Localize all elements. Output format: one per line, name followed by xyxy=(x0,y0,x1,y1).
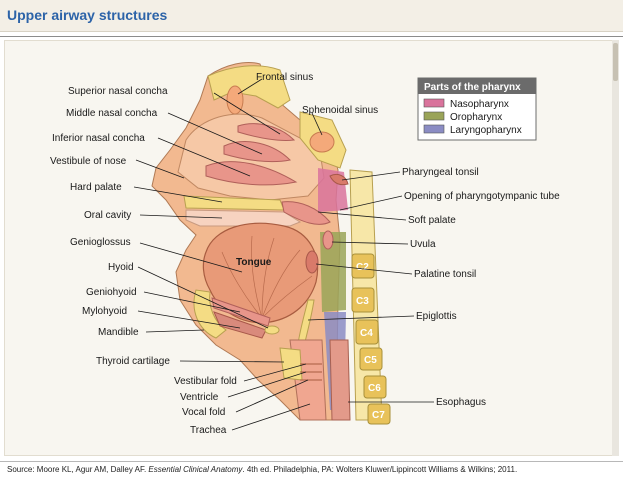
label-geniohyoid: Geniohyoid xyxy=(86,287,137,298)
legend-label-nasopharynx: Nasopharynx xyxy=(450,99,509,110)
mylohyoid-shape xyxy=(213,311,267,339)
label-mandible: Mandible xyxy=(98,327,139,338)
label-vestibule-of-nose: Vestibule of nose xyxy=(50,156,127,167)
vertebrae: C2 C3 C4 C5 C6 C7 xyxy=(351,253,391,425)
palatine-tonsil-shape xyxy=(305,250,319,274)
vertebra-c3 xyxy=(351,287,375,313)
vertebra-label-c6: C6 xyxy=(368,383,381,394)
citation-publisher: . 4th ed. Philadelphia, PA: Wolters Kluw… xyxy=(242,465,518,474)
label-palatine-tonsil: Palatine tonsil xyxy=(414,269,476,280)
vertebra-c6 xyxy=(363,375,387,399)
label-middle-nasal-concha: Middle nasal concha xyxy=(66,108,158,119)
citation-book-title: Essential Clinical Anatomy xyxy=(148,465,243,474)
sphenoidal-sinus-shape xyxy=(309,131,335,153)
label-esophagus: Esophagus xyxy=(436,397,486,408)
legend-title: Parts of the pharynx xyxy=(424,82,521,93)
pharyngeal-tonsil-shape xyxy=(329,173,349,186)
tongue-fibers xyxy=(221,235,313,319)
label-soft-palate: Soft palate xyxy=(408,215,456,226)
label-thyroid-cartilage: Thyroid cartilage xyxy=(96,356,170,367)
legend-header xyxy=(418,78,536,94)
vertebra-label-c7: C7 xyxy=(372,410,385,421)
legend-swatch-nasopharynx xyxy=(423,98,445,108)
geniohyoid-shape xyxy=(211,297,271,327)
leader-lines xyxy=(133,78,434,431)
legend-label-laryngopharynx: Laryngopharynx xyxy=(450,125,522,136)
label-superior-nasal-concha: Superior nasal concha xyxy=(68,86,168,97)
vertebra-c7 xyxy=(367,403,391,425)
uvula-shape xyxy=(322,230,334,250)
label-trachea: Trachea xyxy=(190,425,227,436)
pharynx-legend: Parts of the pharynx Nasopharynx Orophar… xyxy=(417,77,537,141)
vertebra-label-c2: C2 xyxy=(356,262,369,273)
label-vestibular-fold: Vestibular fold xyxy=(174,376,237,387)
label-inferior-nasal-concha: Inferior nasal concha xyxy=(52,133,145,144)
vertebra-c2 xyxy=(351,253,375,279)
vertebra-c4 xyxy=(355,319,379,345)
superior-concha-shape xyxy=(237,123,296,141)
oral-cavity-shape xyxy=(185,209,302,227)
esophagus-shape xyxy=(329,339,351,421)
page-title: Upper airway structures xyxy=(7,7,168,23)
label-mylohyoid: Mylohyoid xyxy=(82,306,127,317)
scrollbar-track[interactable] xyxy=(612,40,619,456)
footer-divider xyxy=(0,461,623,462)
tongue-shape xyxy=(202,222,318,324)
label-sphenoidal-sinus: Sphenoidal sinus xyxy=(302,105,378,116)
label-hyoid: Hyoid xyxy=(108,262,134,273)
label-vocal-fold: Vocal fold xyxy=(182,407,225,418)
scrollbar-thumb[interactable] xyxy=(613,43,618,81)
label-tongue: Tongue xyxy=(236,257,272,268)
label-opening-pharyngotympanic-tube: Opening of pharyngotympanic tube xyxy=(404,191,560,202)
header-bar: Upper airway structures xyxy=(0,0,623,32)
legend-swatch-laryngopharynx xyxy=(423,124,445,134)
legend-swatch-oropharynx xyxy=(423,111,445,121)
label-genioglossus: Genioglossus xyxy=(70,237,131,248)
oropharynx-region xyxy=(320,232,346,312)
citation-authors: Source: Moore KL, Agur AM, Dalley AF. xyxy=(7,465,149,474)
label-frontal-sinus: Frontal sinus xyxy=(256,72,313,83)
vertebra-c5 xyxy=(359,347,383,371)
header-divider xyxy=(0,36,623,37)
source-citation: Source: Moore KL, Agur AM, Dalley AF. Es… xyxy=(7,465,517,474)
vocal-folds xyxy=(300,363,322,381)
label-epiglottis: Epiglottis xyxy=(416,311,457,322)
hyoid-shape xyxy=(264,325,280,335)
vertebra-label-c3: C3 xyxy=(356,296,369,307)
label-uvula: Uvula xyxy=(410,239,436,250)
label-oral-cavity: Oral cavity xyxy=(84,210,131,221)
vertebra-label-c5: C5 xyxy=(364,355,377,366)
label-ventricle: Ventricle xyxy=(180,392,219,403)
label-hard-palate: Hard palate xyxy=(70,182,122,193)
thyroid-cartilage-shape xyxy=(279,347,303,381)
legend-label-oropharynx: Oropharynx xyxy=(450,112,502,123)
soft-palate-shape xyxy=(281,201,331,225)
vertebra-label-c4: C4 xyxy=(360,328,373,339)
label-pharyngeal-tonsil: Pharyngeal tonsil xyxy=(402,167,479,178)
